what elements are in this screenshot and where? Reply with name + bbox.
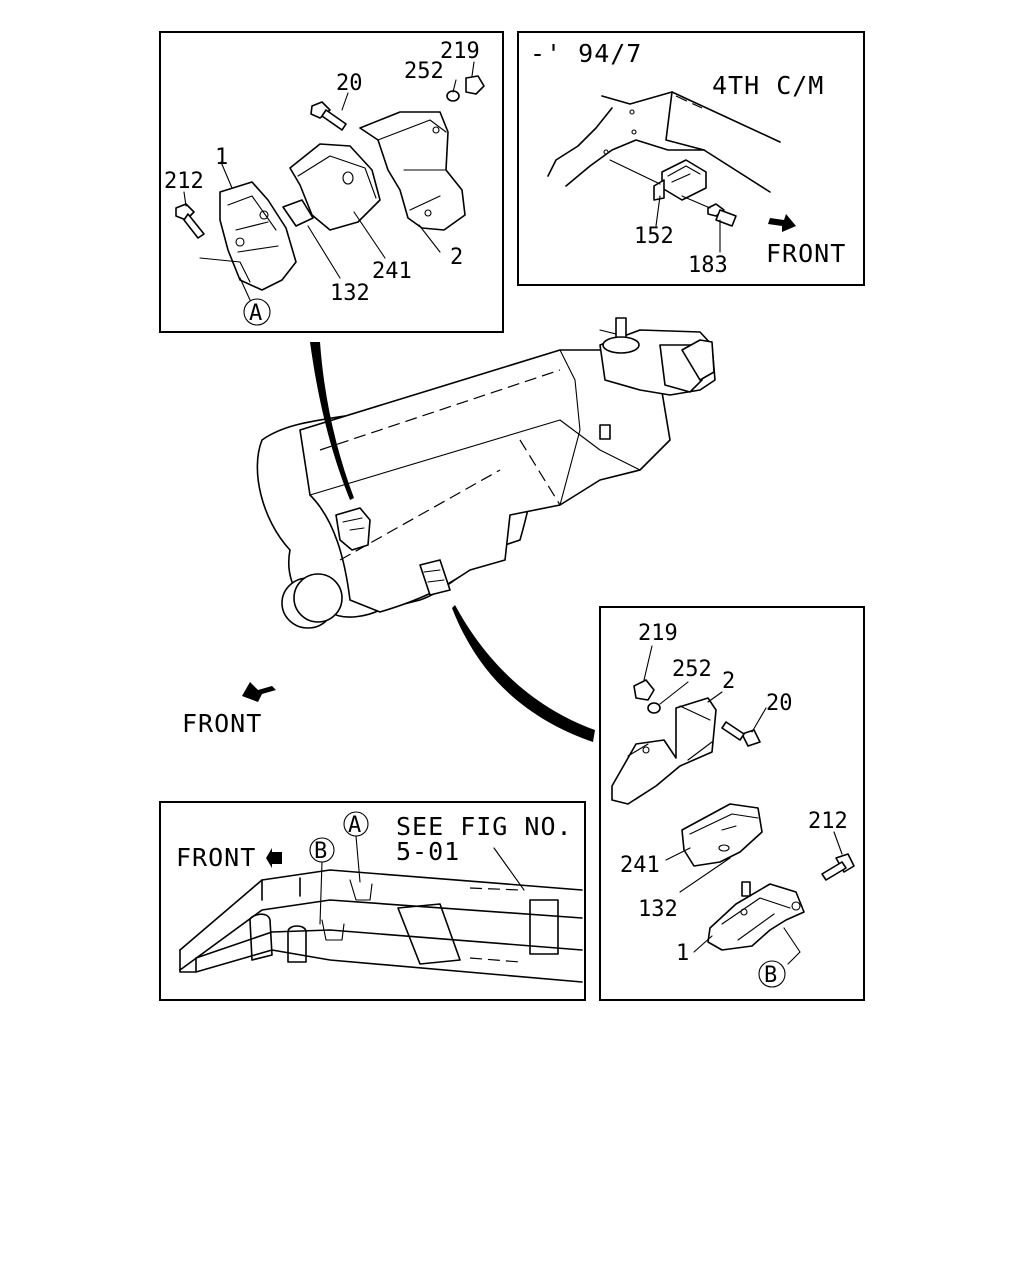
ref-mark-b-bottom: B bbox=[314, 839, 327, 864]
transmission-assembly bbox=[256, 317, 716, 629]
callout-2: 2 bbox=[722, 669, 735, 694]
variant-label: 4TH C/M bbox=[712, 71, 824, 100]
ref-mark-b: B bbox=[764, 963, 777, 988]
nut-icon bbox=[465, 75, 485, 95]
panel-top-right: -' 94/7 4TH C/M 152 183 FRONT bbox=[517, 31, 865, 286]
ref-mark-a-circle bbox=[243, 298, 271, 326]
period-label: -' 94/7 bbox=[530, 39, 642, 68]
panel-top-left: A 219 20 252 1 212 241 2 132 bbox=[159, 31, 504, 333]
arrow-icon bbox=[266, 848, 282, 868]
center-front-indicator: FRONT bbox=[182, 682, 276, 738]
callout-241: 241 bbox=[372, 259, 412, 284]
ref-mark-a-circle bbox=[343, 811, 369, 837]
callout-212: 212 bbox=[808, 809, 848, 834]
callout-20: 20 bbox=[336, 71, 363, 96]
insulator-241 bbox=[681, 803, 763, 867]
callout-1: 1 bbox=[676, 941, 689, 966]
callout-152: 152 bbox=[634, 224, 674, 249]
callout-252: 252 bbox=[404, 59, 444, 84]
ref-mark-a: A bbox=[249, 301, 262, 326]
callout-183: 183 bbox=[688, 253, 728, 278]
mount-1 bbox=[219, 181, 297, 291]
callout-132: 132 bbox=[638, 897, 678, 922]
pad-132 bbox=[282, 199, 314, 227]
front-label-bottom-left: FRONT bbox=[176, 843, 256, 872]
leader-swoosh-right bbox=[452, 605, 595, 742]
ref-mark-b-circle bbox=[758, 960, 786, 988]
arrow-icon bbox=[242, 682, 276, 702]
callout-132: 132 bbox=[330, 281, 370, 306]
ref-mark-a-bottom: A bbox=[348, 813, 361, 838]
bolt-icon bbox=[821, 853, 855, 881]
bolt-icon bbox=[707, 203, 737, 227]
callout-219: 219 bbox=[440, 39, 480, 64]
bolt-icon bbox=[175, 203, 205, 239]
panel-bottom-left: FRONT A B SEE FIG NO. 5-01 bbox=[159, 801, 586, 1001]
arrow-icon bbox=[768, 214, 796, 232]
callout-1: 1 bbox=[215, 145, 228, 170]
nut-icon bbox=[633, 679, 655, 701]
callout-2: 2 bbox=[450, 245, 463, 270]
ref-mark-b-circle bbox=[309, 837, 335, 863]
front-label-top-right: FRONT bbox=[766, 239, 846, 268]
bracket-2 bbox=[611, 697, 717, 805]
bolt-icon bbox=[310, 101, 347, 131]
front-label-center: FRONT bbox=[182, 709, 262, 738]
callout-20: 20 bbox=[766, 691, 793, 716]
see-fig-line1: SEE FIG NO. bbox=[396, 812, 573, 841]
leader-swoosh-left bbox=[310, 342, 354, 500]
panel-bottom-right: B 219 252 2 20 212 241 132 1 bbox=[599, 606, 865, 1001]
callout-219: 219 bbox=[638, 621, 678, 646]
callout-241: 241 bbox=[620, 853, 660, 878]
callout-252: 252 bbox=[672, 657, 712, 682]
mount-1 bbox=[707, 883, 805, 951]
bolt-icon bbox=[721, 721, 761, 747]
see-fig-line2: 5-01 bbox=[396, 837, 460, 866]
bracket-2 bbox=[359, 111, 466, 231]
washer-icon bbox=[647, 702, 661, 714]
callout-212: 212 bbox=[164, 169, 204, 194]
